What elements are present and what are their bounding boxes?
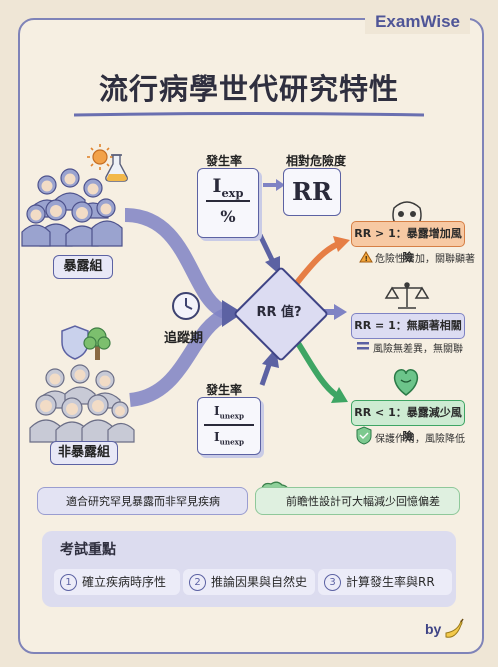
outcome-increase: RR > 1：暴露增加風險 xyxy=(351,221,465,264)
brand-logo: ExamWise xyxy=(365,10,470,34)
svg-text:!: ! xyxy=(365,255,368,263)
exam-point-3: 3 計算發生率與RR xyxy=(318,569,452,595)
unexposed-flow-arrow xyxy=(128,308,229,407)
incidence-unexposed-card: Iunexp Iunexp xyxy=(197,397,261,455)
unexposed-group-label: 非暴露組 xyxy=(50,441,118,465)
warning-icon: ! xyxy=(359,251,373,263)
equals-icon xyxy=(357,342,369,350)
decrease-arrow xyxy=(293,338,338,398)
fraction-numerator-bottom: Iunexp xyxy=(214,404,244,421)
increase-arrowhead xyxy=(333,236,350,252)
exam-point-3-number: 3 xyxy=(324,574,341,591)
tree-icon xyxy=(83,327,111,360)
fraction-denominator-bottom: Iunexp xyxy=(214,430,244,447)
banana-icon xyxy=(445,618,464,638)
outcome-decrease: RR < 1：暴露減少風險 xyxy=(351,400,465,443)
exam-point-1-text: 確立疾病時序性 xyxy=(82,575,167,589)
exam-point-3-text: 計算發生率與RR xyxy=(346,575,435,589)
rr-box: RR xyxy=(283,168,341,216)
incidence-exposed-card: Iexp % xyxy=(197,168,259,238)
flask-icon xyxy=(105,154,128,182)
rr-label: 相對危險度 xyxy=(286,154,347,168)
incidence-label-top: 發生率 xyxy=(206,154,243,168)
exam-points-panel: 考試重點 1 確立疾病時序性 2 推論因果與自然史 3 計算發生率與RR xyxy=(42,531,456,607)
byline: by xyxy=(425,621,442,637)
balance-icon xyxy=(384,282,430,309)
increase-arrow xyxy=(293,241,340,286)
outcome-decrease-note: 保護作用，風險降低 xyxy=(375,434,465,445)
outcome-neutral-note: 風險無差異，無關聯 xyxy=(373,344,463,355)
feature-prospective: 前瞻性設計可大幅減少回憶偏差 xyxy=(255,487,460,515)
outcome-increase-note: 危險性增加，關聯顯著 xyxy=(375,254,475,265)
exam-point-2: 2 推論因果與自然史 xyxy=(183,569,315,595)
exam-point-1-number: 1 xyxy=(60,574,77,591)
incidence-label-bottom: 發生率 xyxy=(206,383,243,397)
exposed-crowd-icon xyxy=(21,168,123,247)
exposed-flow-arrow xyxy=(124,208,229,319)
heart-icon xyxy=(393,369,419,396)
exam-point-1: 1 確立疾病時序性 xyxy=(54,569,180,595)
shield-check-icon xyxy=(356,426,372,445)
fraction-denominator-top: % xyxy=(220,207,236,226)
title-underline xyxy=(74,112,424,117)
follow-up-label: 追蹤期 xyxy=(164,331,204,346)
rr-decision-label: RR 值? xyxy=(256,305,302,320)
exam-point-2-text: 推論因果與自然史 xyxy=(211,575,308,589)
decrease-arrowhead xyxy=(331,387,348,403)
exam-points-title: 考試重點 xyxy=(60,542,116,558)
sun-icon xyxy=(87,144,113,170)
outcome-neutral: RR = 1：無顯著相關 xyxy=(351,313,465,339)
feature-rare-exposure: 適合研究罕見暴露而非罕見疾病 xyxy=(37,487,248,515)
exam-point-2-number: 2 xyxy=(189,574,206,591)
fraction-bar-bottom xyxy=(204,424,254,426)
exposed-group-label: 暴露組 xyxy=(53,255,113,279)
diamond-inflow-arrowhead xyxy=(222,300,243,327)
fraction-numerator-top: Iexp xyxy=(212,175,244,200)
unexposed-crowd-icon xyxy=(29,364,135,443)
clock-icon xyxy=(172,292,200,320)
fraction-bar-top xyxy=(206,200,250,202)
page-title: 流行病學世代研究特性 xyxy=(98,72,399,106)
to-rr-arrow xyxy=(263,179,285,191)
